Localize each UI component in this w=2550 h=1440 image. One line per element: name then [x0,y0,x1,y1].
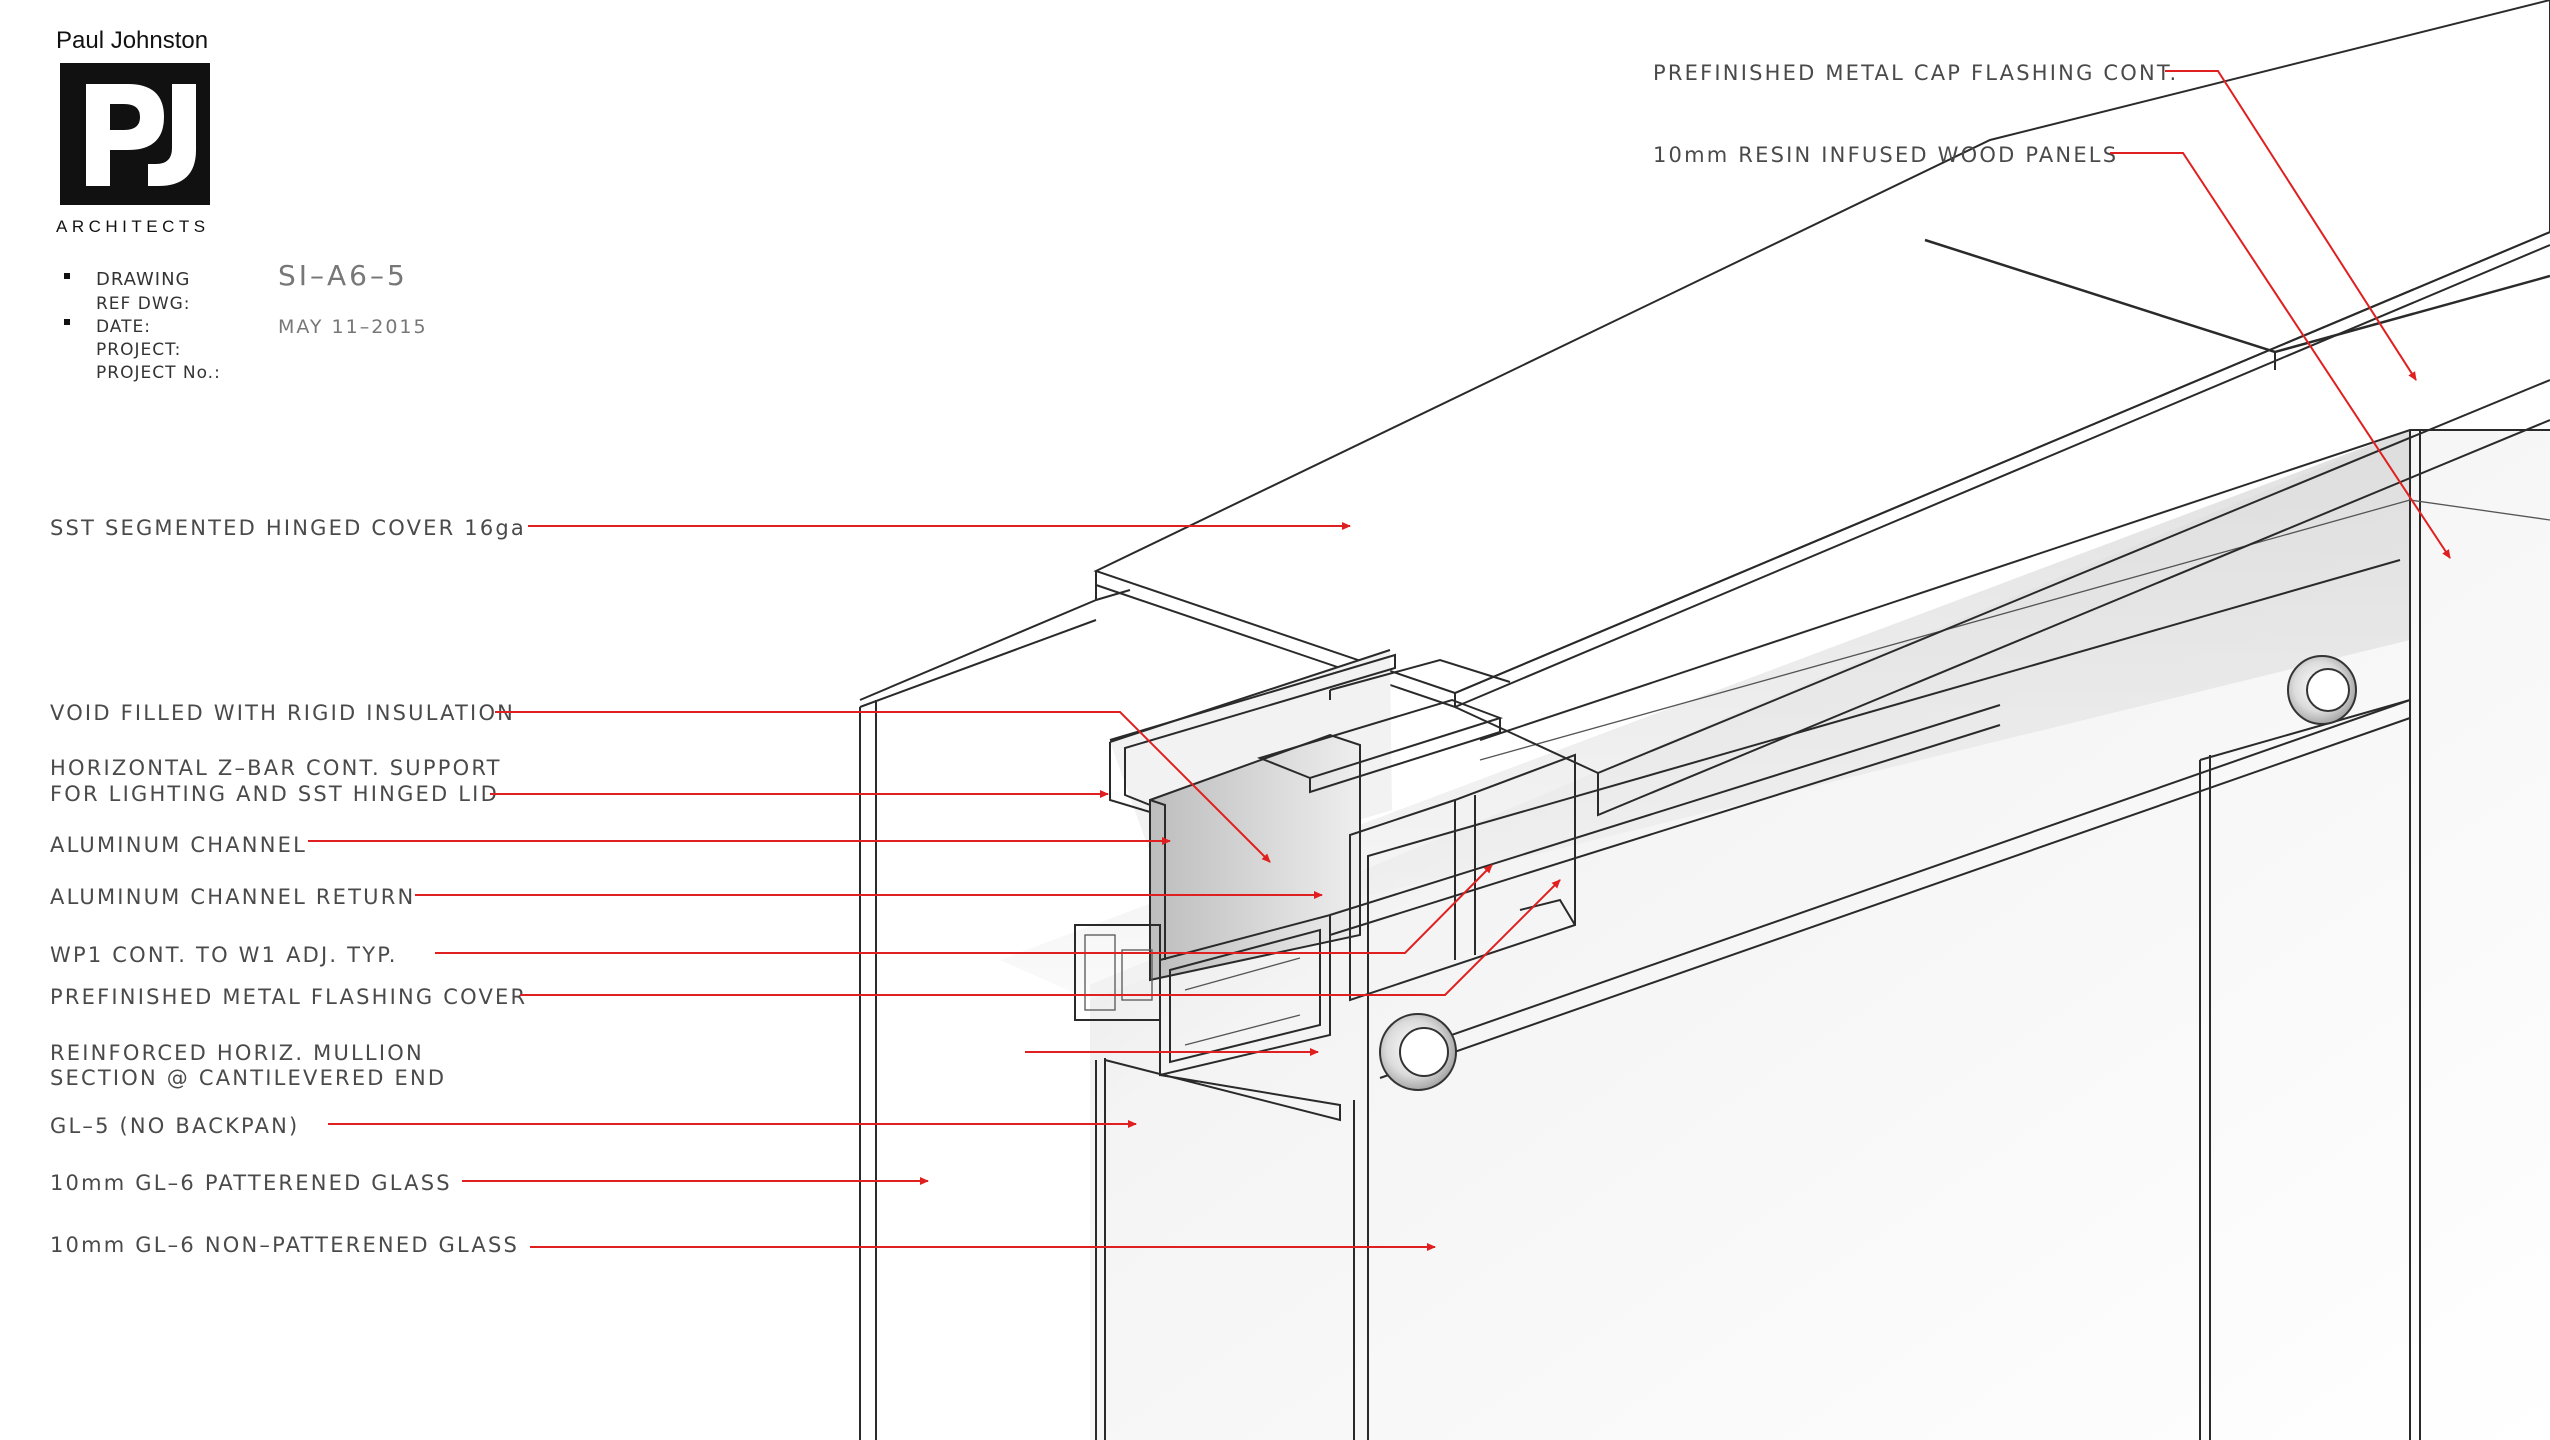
mullion-vertical-2 [1353,1095,1369,1440]
callout-mullion-line1: REINFORCED HORIZ. MULLION [50,1041,424,1065]
callout-hinged-cover: SST SEGMENTED HINGED COVER 16ga [50,516,526,540]
date-label: DATE: [96,317,151,337]
ref-dwg-label: REF DWG: [96,294,191,314]
standoff-bolt-rear [2287,655,2357,725]
callouts: PREFINISHED METAL CAP FLASHING CONT. 10m… [50,61,2178,1257]
title-block: Paul Johnston ARCHITECTS DRAWING REF DWG… [56,27,428,383]
leader-wp1 [435,864,1493,954]
project-no-label: PROJECT No.: [96,363,221,383]
aluminum-channel [1150,735,1360,980]
firm-logo [60,63,210,205]
drawing-date: MAY 11–2015 [278,316,428,338]
isometric-detail [859,0,2550,1440]
callout-wp1: WP1 CONT. TO W1 ADJ. TYP. [50,943,398,967]
callout-z-bar-line1: HORIZONTAL Z–BAR CONT. SUPPORT [50,756,502,780]
wall-plate-left [859,619,1097,1440]
leader-wood-panels [2110,152,2451,559]
project-label: PROJECT: [96,340,181,360]
cap-right-face [1454,231,2550,817]
callout-void-insulation: VOID FILLED WITH RIGID INSULATION [50,701,515,725]
mullion-section [1074,913,1341,1122]
callout-gl6-non-patterned: 10mm GL–6 NON–PATTERENED GLASS [50,1233,519,1257]
leader-cap-flashing [2165,70,2417,381]
drawing-number: SI–A6–5 [278,259,408,292]
callout-aluminum-channel: ALUMINUM CHANNEL [50,833,307,857]
callout-wood-panels: 10mm RESIN INFUSED WOOD PANELS [1653,143,2118,167]
callout-flashing-cover: PREFINISHED METAL FLASHING COVER [50,985,527,1009]
firm-tagline: ARCHITECTS [56,217,210,236]
cap-front-face [1095,571,1456,709]
leader-lines [308,70,2451,1251]
callout-mullion-line2: SECTION @ CANTILEVERED END [50,1066,446,1090]
return-block [1479,429,2550,1440]
callout-gl5: GL–5 (NO BACKPAN) [50,1114,299,1138]
callout-gl6-patterned: 10mm GL–6 PATTERENED GLASS [50,1171,452,1195]
leader-void-insulation [495,711,1271,863]
standoff-bolt-front [1379,1013,1457,1091]
glass-frame-right [1367,559,2411,1440]
callout-channel-return: ALUMINUM CHANNEL RETURN [50,885,415,909]
z-bar [1109,653,1396,806]
firm-name: Paul Johnston [56,27,208,54]
flashing-cover [1349,753,1576,1002]
leader-flashing-cover [520,879,1561,996]
wall-plate-mid [859,585,1131,701]
drawing-label: DRAWING [96,269,191,290]
callout-z-bar-line2: FOR LIGHTING AND SST HINGED LID [50,782,499,806]
callout-cap-flashing: PREFINISHED METAL CAP FLASHING CONT. [1653,61,2178,85]
